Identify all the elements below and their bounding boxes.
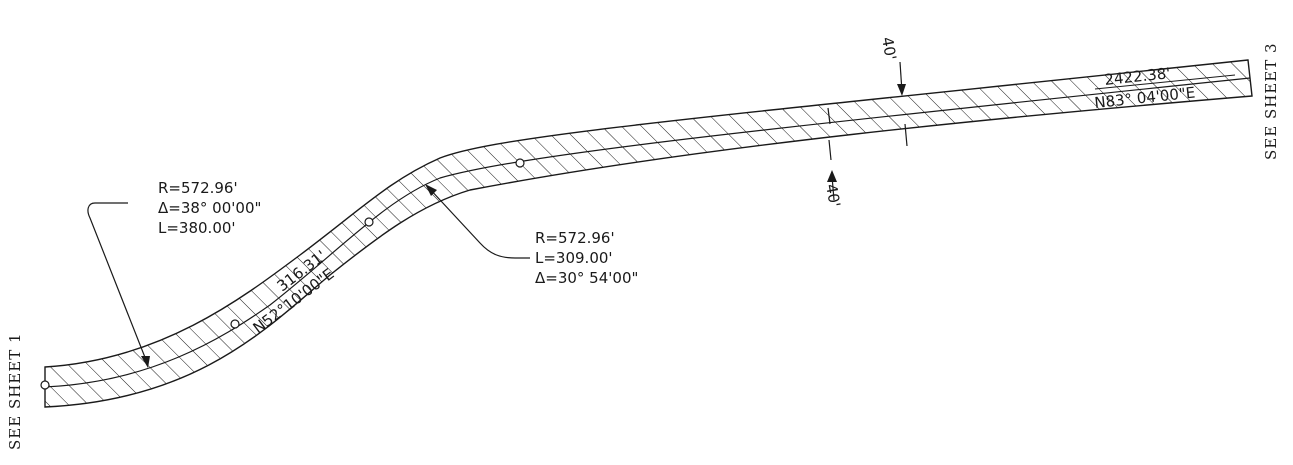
control-point-pt1 <box>364 217 374 227</box>
width-upper-label: 40' <box>878 36 900 62</box>
width-upper-tick-2 <box>904 123 908 147</box>
control-point-pt2 <box>515 158 525 168</box>
curve-2-radius: R=572.96' <box>535 229 615 247</box>
control-point-start <box>40 380 50 390</box>
curve-1-radius: R=572.96' <box>158 179 238 197</box>
see-sheet-1-label: SEE SHEET 1 <box>6 332 24 450</box>
curve-1-arrowhead <box>141 356 150 368</box>
tangent-2-underline <box>1094 74 1236 90</box>
curve-1-delta: Δ=38° 00'00" <box>158 199 261 217</box>
width-upper-arrowhead <box>897 84 906 96</box>
curve-1-leader <box>87 202 149 366</box>
curve-2-length: L=309.00' <box>535 249 613 267</box>
curve-2-leader <box>427 186 530 259</box>
curve-2-delta: Δ=30° 54'00" <box>535 269 638 287</box>
easement-strip <box>44 59 1253 408</box>
see-sheet-3-label: SEE SHEET 3 <box>1262 42 1280 160</box>
width-lower-arrowhead <box>827 170 837 182</box>
width-upper-tick-1 <box>827 107 831 125</box>
width-lower-label: 40' <box>822 183 844 209</box>
curve-2-arrowhead <box>425 184 437 196</box>
width-lower-tick <box>828 139 832 161</box>
centerline <box>44 77 1251 388</box>
control-point-pc1 <box>230 319 240 329</box>
curve-1-length: L=380.00' <box>158 219 236 237</box>
